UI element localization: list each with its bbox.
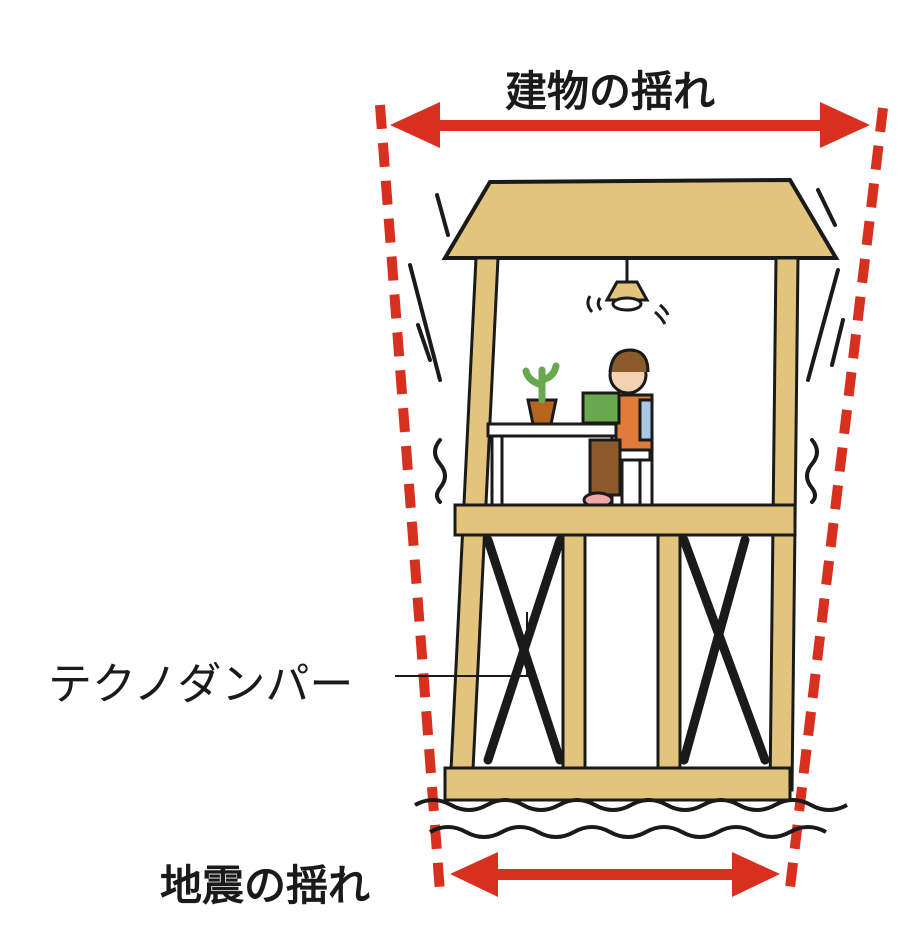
right-sway-line — [785, 107, 888, 889]
potted-plant — [522, 362, 560, 426]
building-sway-arrow — [390, 102, 870, 148]
inner-post-left — [561, 533, 587, 772]
building-sway-label: 建物の揺れ — [505, 67, 716, 116]
damper-braces — [483, 535, 770, 765]
lamp — [586, 258, 670, 325]
left-sway-line — [375, 104, 445, 893]
earthquake-sway-arrow — [450, 852, 780, 897]
foundation-beam — [443, 766, 792, 802]
roof — [441, 177, 840, 260]
earthquake-sway-label: 地震の揺れ — [160, 861, 371, 910]
floor-beam — [453, 503, 797, 537]
ground-waves — [414, 798, 848, 839]
damper-leader-line — [395, 612, 528, 677]
motion-lines — [408, 188, 845, 504]
damper-label: テクノダンパー — [48, 659, 354, 710]
inner-post-right — [656, 533, 682, 772]
